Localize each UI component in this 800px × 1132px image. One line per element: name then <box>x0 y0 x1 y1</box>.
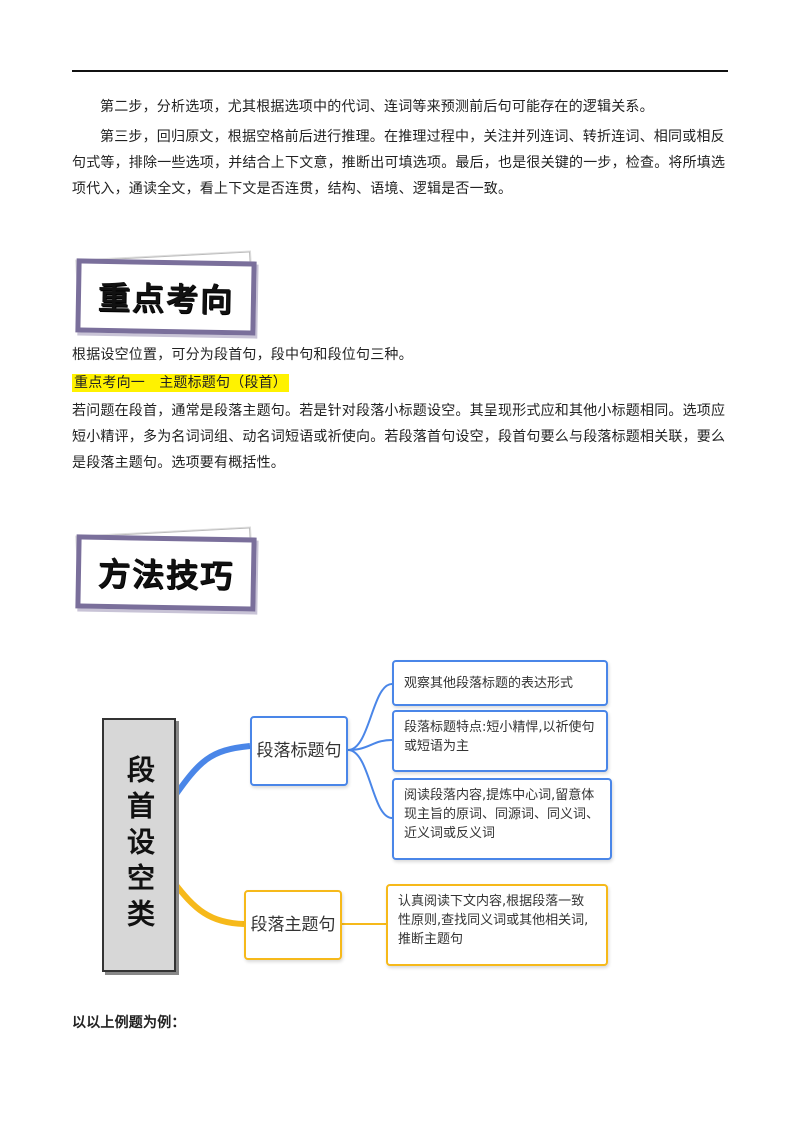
highlight-heading: 重点考向一 主题标题句（段首） <box>72 374 289 392</box>
branch-paragraph-topic-sentence: 段落主题句 <box>244 890 342 960</box>
leaf-observe-titles: 观察其他段落标题的表达形式 <box>392 660 608 706</box>
key-topics-banner: 重点考向 <box>70 251 260 336</box>
topic-paragraph: 若问题在段首，通常是段落主题句。若是针对段落小标题设空。其呈现形式应和其他小标题… <box>72 403 726 471</box>
highlight-heading-wrap: 重点考向一 主题标题句（段首） <box>72 370 732 396</box>
connector-root-branch2 <box>169 878 245 927</box>
banner-title: 方法技巧 <box>97 554 235 596</box>
position-intro: 根据设空位置，可分为段首句，段中句和段位句三种。 <box>72 347 413 363</box>
connector-b1-leaf3 <box>347 749 393 819</box>
header-rule <box>72 70 728 72</box>
methods-banner: 方法技巧 <box>70 527 260 612</box>
leaf-topic-method: 认真阅读下文内容,根据段落一致性原则,查找同义词或其他相关词,推断主题句 <box>386 884 608 966</box>
mind-map: 段首设空类 段落标题句 段落主题句 观察其他段落标题的表达形式 段落标题特点:短… <box>0 640 800 990</box>
leaf-read-content: 阅读段落内容,提炼中心词,留意体现主旨的原词、同源词、同义词、近义词或反义词 <box>392 778 612 860</box>
mind-map-connectors <box>169 683 393 927</box>
connector-b1-leaf1 <box>347 683 393 751</box>
step-two-paragraph: 第二步，分析选项，尤其根据选项中的代词、连词等来预测前后句可能存在的逻辑关系。 <box>100 99 654 115</box>
branch-paragraph-title-sentence: 段落标题句 <box>250 716 348 786</box>
connector-root-branch1 <box>169 743 251 802</box>
mind-map-root: 段首设空类 <box>102 718 176 972</box>
banner-title: 重点考向 <box>97 278 235 320</box>
leaf-title-features: 段落标题特点:短小精悍,以祈使句或短语为主 <box>392 710 608 772</box>
step-three-paragraph: 第三步，回归原文，根据空格前后进行推理。在推理过程中，关注并列连词、转折连词、相… <box>72 129 726 197</box>
connector-b1-leaf2 <box>347 739 393 751</box>
example-line: 以以上例题为例： <box>72 1015 186 1031</box>
